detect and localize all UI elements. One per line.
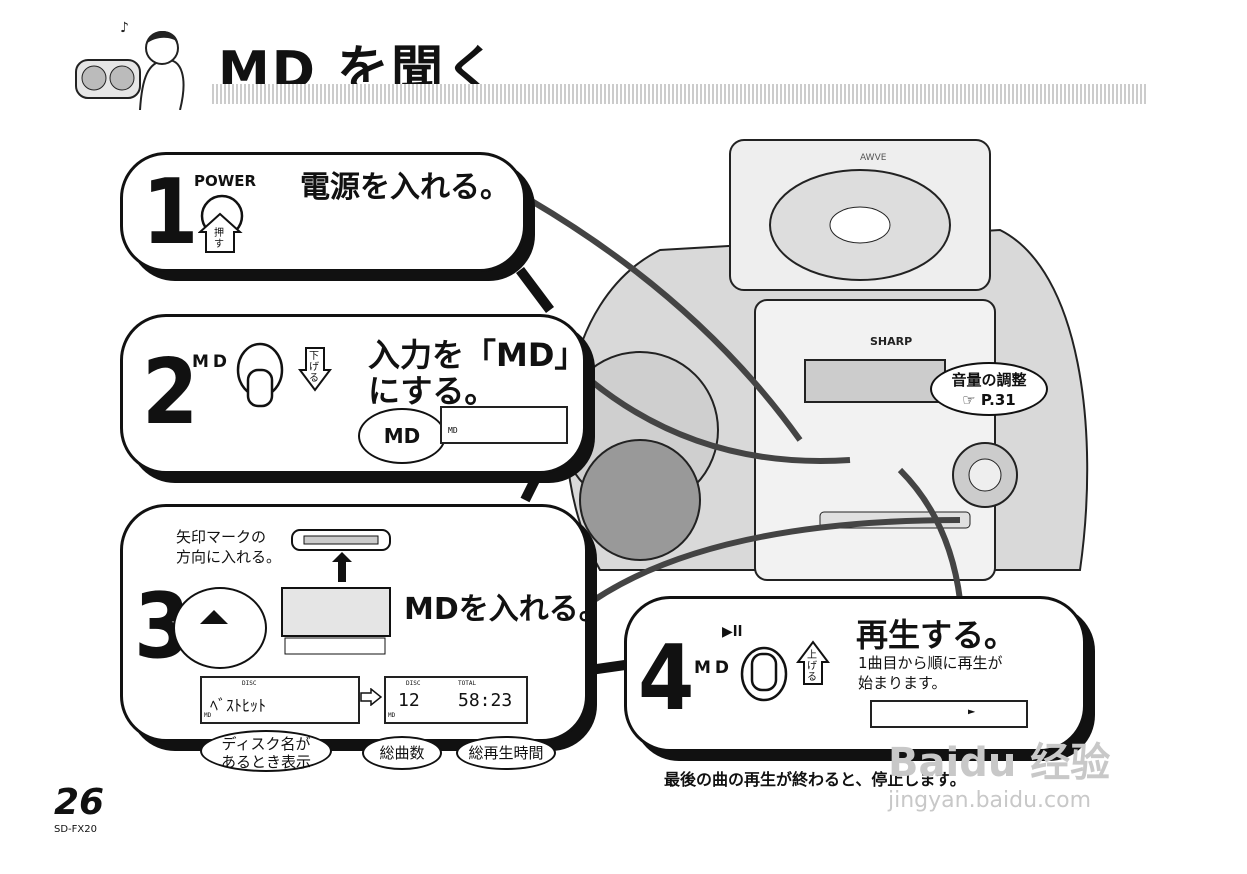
down-arrow-icon	[298, 347, 332, 392]
step1-panel	[120, 152, 526, 272]
up-arrow-icon	[796, 640, 830, 685]
disc-name-lcd-label: DISC	[242, 680, 257, 687]
track-count-callout: 総曲数	[362, 736, 442, 770]
step4-switch-icon	[740, 646, 788, 702]
disc-name-callout-line2: あるとき表示	[220, 753, 311, 771]
md-switch-label: MD	[192, 352, 232, 372]
volume-callout-title: 音量の調整	[951, 371, 1027, 389]
md-display-bubble: MD	[358, 408, 446, 464]
step3-instruction: MDを入れる。	[404, 592, 609, 627]
volume-ref-link[interactable]: P.31	[980, 391, 1016, 409]
volume-callout: 音量の調整 ☞ P.31	[930, 362, 1048, 416]
step2-number: 2	[142, 340, 199, 445]
step3-note-line2: 方向に入れる。	[176, 548, 282, 566]
selector-switch-icon	[236, 342, 284, 408]
step4-number: 4	[638, 626, 695, 731]
step2-instruction-line1: 入力を「MD」	[368, 336, 587, 374]
disc-info-lcd: DISC TOTAL 12 58:23 MD	[384, 676, 528, 724]
header-illustration: ♪	[75, 20, 185, 110]
md-input-display-text: MD	[448, 426, 458, 435]
footer-note: 最後の曲の再生が終わると、停止します。	[664, 770, 966, 789]
disc-name-callout: ディスク名が あるとき表示	[200, 730, 332, 772]
pointing-hand-icon: ☞	[962, 391, 981, 409]
push-label: 押す	[214, 228, 224, 250]
svg-text:♪: ♪	[120, 20, 129, 36]
step4-desc-line1: 1曲目から順に再生が	[858, 654, 1003, 672]
disc-label: DISC	[406, 680, 421, 687]
total-label: TOTAL	[458, 680, 477, 687]
track-count-value: 12	[398, 690, 420, 711]
step1-instruction: 電源を入れる。	[300, 170, 510, 205]
disc-name-text: ﾍﾞｽﾄﾋｯﾄ	[210, 696, 267, 715]
disc-name-lcd: DISC ﾍﾞｽﾄﾋｯﾄ MD	[200, 676, 360, 724]
total-time-callout: 総再生時間	[456, 736, 556, 770]
step1-number: 1	[142, 160, 199, 265]
right-arrow-icon	[360, 688, 382, 706]
md-insert-illustration	[173, 529, 391, 669]
model-number: SD-FX20	[54, 824, 97, 835]
device-logo: AWVE	[860, 153, 887, 163]
down-label: 下げる	[309, 351, 319, 384]
power-button-icon	[198, 194, 244, 253]
step4-desc-line2: 始まります。	[858, 674, 947, 692]
power-label: POWER	[194, 172, 257, 190]
step4-md-label: MD	[694, 658, 734, 678]
step3-note-line1: 矢印マークの	[176, 528, 267, 546]
play-indicator-icon: ►	[968, 704, 976, 718]
device-brand: SHARP	[870, 335, 912, 348]
step2-instruction-line2: にする。	[368, 372, 497, 410]
title-decoration	[212, 84, 1148, 104]
step4-instruction: 再生する。	[856, 616, 1017, 654]
step2-panel	[120, 314, 586, 474]
play-display: ►	[870, 700, 1028, 728]
page-number: 26	[54, 782, 105, 823]
play-pause-icon: ▶ll	[722, 624, 743, 640]
up-label: 上げる	[807, 650, 817, 683]
watermark-line2: jingyan.baidu.com	[888, 788, 1092, 813]
total-time-value: 58:23	[458, 690, 513, 711]
disc-name-lcd-corner: MD	[204, 712, 212, 719]
watermark-line1: Baidu 经验	[888, 740, 1111, 786]
disc-name-callout-line1: ディスク名が	[221, 735, 311, 753]
device-illustration: SHARP AWVE	[561, 139, 1089, 581]
md-input-display: MD	[440, 406, 568, 444]
disc-info-lcd-corner: MD	[388, 712, 396, 719]
